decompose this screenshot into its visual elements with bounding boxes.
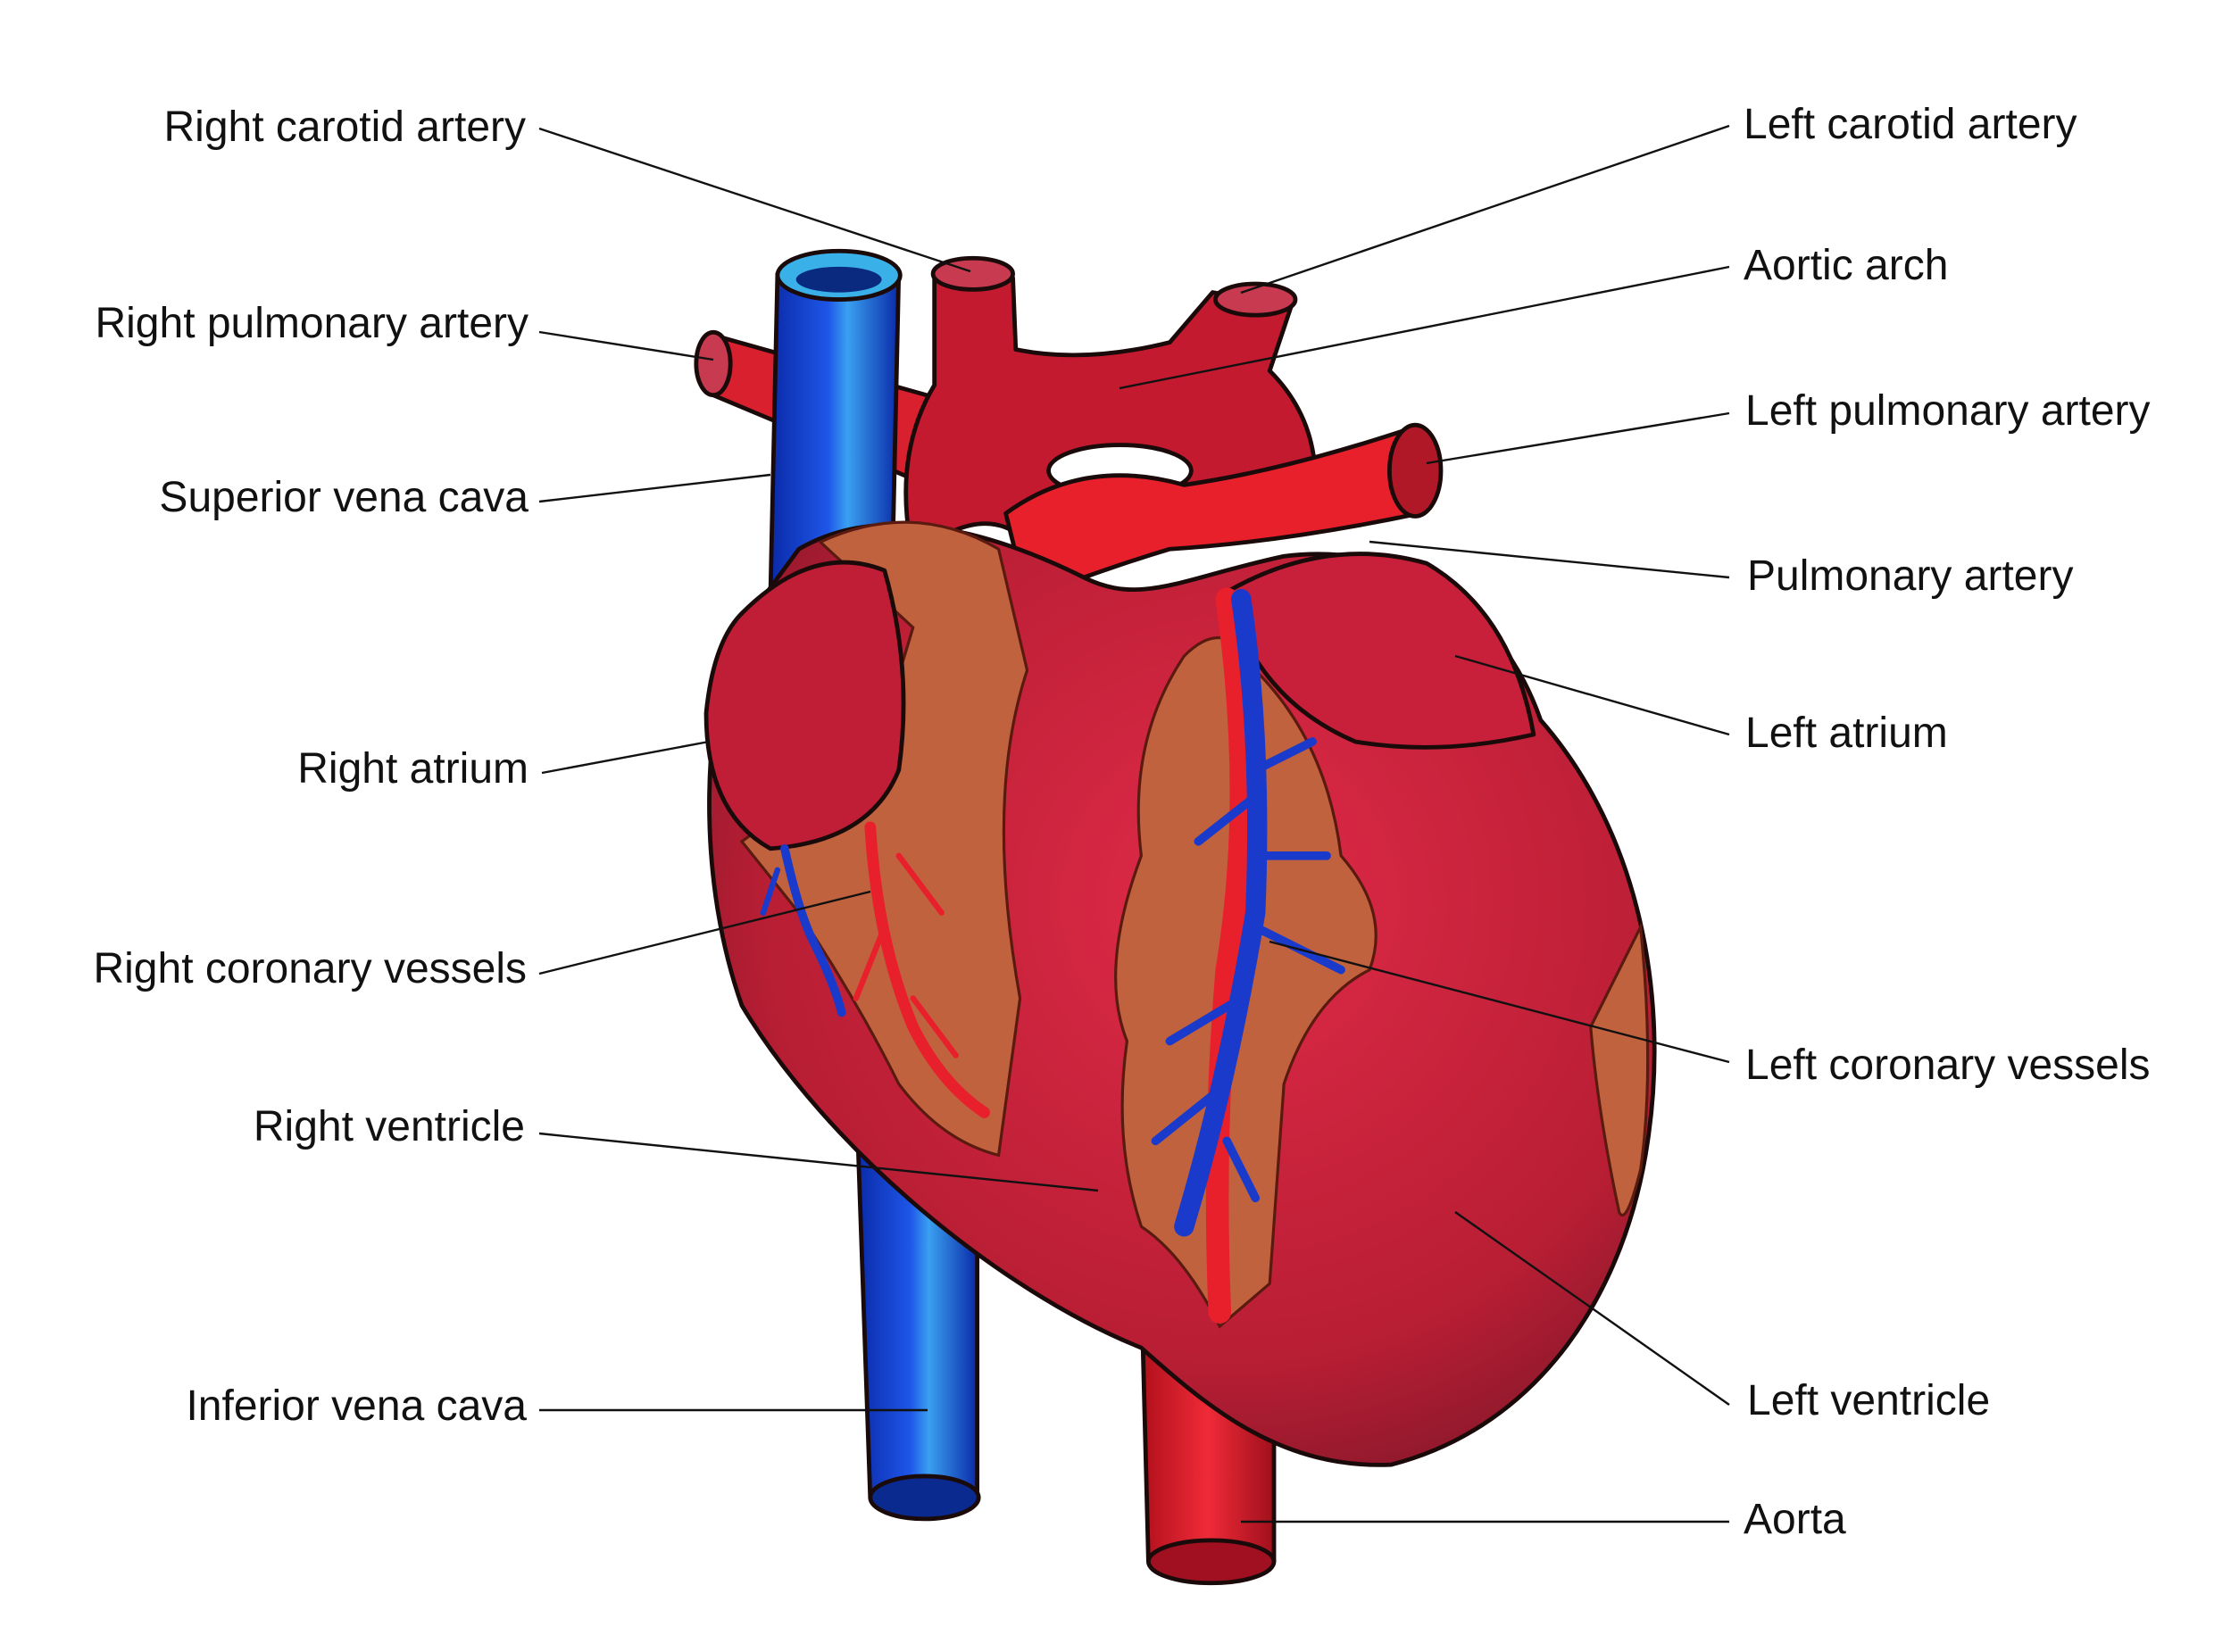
right-labels: Left carotid artery Aortic arch Left pul… (1119, 101, 2151, 1543)
label-right-carotid-artery: Right carotid artery (164, 104, 527, 151)
right-coronary-vessels (760, 821, 991, 1118)
left-atrium (1224, 552, 1536, 750)
label-aorta: Aorta (1744, 1496, 1846, 1543)
label-right-pulmonary-artery: Right pulmonary artery (95, 300, 529, 347)
label-left-coronary-vessels: Left coronary vessels (1745, 1042, 2151, 1089)
label-superior-vena-cava: Superior vena cava (159, 474, 529, 521)
label-aortic-arch: Aortic arch (1744, 242, 1948, 289)
label-left-carotid-artery: Left carotid artery (1744, 101, 2077, 148)
label-inferior-vena-cava: Inferior vena cava (186, 1382, 527, 1430)
left-ventricle-edge-fat (1589, 922, 1650, 1217)
left-pulmonary-artery (1003, 422, 1444, 602)
heart-illustration (694, 248, 1657, 1586)
label-left-ventricle: Left ventricle (1747, 1377, 1990, 1424)
label-right-atrium: Right atrium (297, 745, 529, 793)
right-atrium (703, 560, 906, 851)
superior-vena-cava (768, 248, 903, 602)
label-pulmonary-artery: Pulmonary artery (1747, 552, 2073, 600)
left-coronary-vessels (1151, 587, 1345, 1324)
label-left-atrium: Left atrium (1745, 710, 1948, 757)
label-right-coronary-vessels: Right coronary vessels (93, 945, 527, 992)
label-right-ventricle: Right ventricle (254, 1103, 525, 1150)
left-labels: Right carotid artery Right pulmonary art… (93, 104, 1099, 1430)
label-left-pulmonary-artery: Left pulmonary artery (1745, 387, 2151, 435)
